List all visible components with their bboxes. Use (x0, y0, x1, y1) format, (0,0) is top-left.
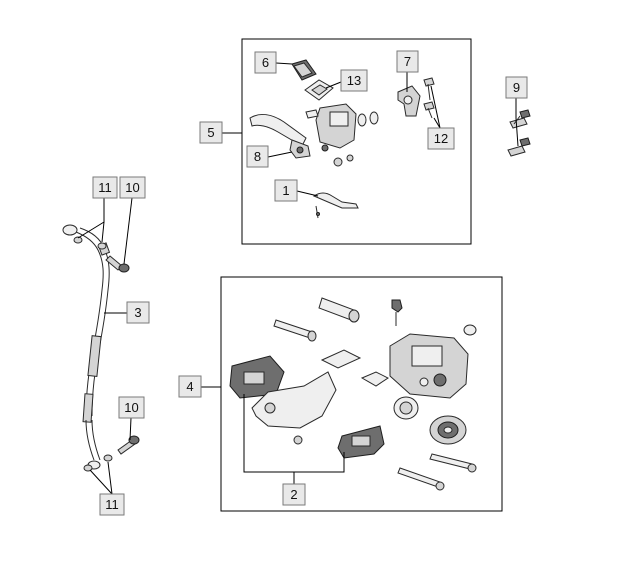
callout-11-top: 11 (92, 176, 118, 199)
caliper-bleed-screw (391, 299, 403, 326)
brake-pad-left (229, 355, 285, 399)
svg-text:1: 1 (282, 183, 289, 198)
caliper-pistons (429, 415, 467, 445)
callout-5: 5 (199, 121, 223, 144)
pad-retaining-clips (320, 349, 389, 387)
part-8-brake-lever (249, 114, 311, 159)
part-o-rings (357, 111, 379, 127)
callout-4: 4 (178, 375, 202, 398)
svg-text:11: 11 (105, 497, 119, 512)
caliper-body (389, 333, 469, 399)
part-13-diaphragm (304, 79, 334, 101)
svg-text:8: 8 (254, 149, 261, 164)
callout-11-bottom: 11 (99, 493, 125, 516)
callout-7: 7 (396, 50, 419, 73)
part-7-clamp (397, 85, 421, 117)
part-10-banjo-bolt-bottom (117, 435, 140, 455)
callout-9: 9 (505, 76, 528, 99)
callout-6: 6 (254, 51, 277, 74)
svg-text:4: 4 (186, 379, 193, 394)
part-5-master-cylinder-body (305, 103, 357, 167)
part-6-reservoir-cap (291, 59, 317, 81)
svg-text:2: 2 (290, 487, 297, 502)
callout-3: 3 (126, 301, 150, 324)
caliper-bracket (251, 371, 337, 445)
callout-12: 12 (427, 127, 455, 150)
brake-pad-right (337, 425, 385, 459)
svg-text:13: 13 (347, 73, 361, 88)
caliper-dust-cap (463, 324, 477, 336)
callout-1: 1 (274, 179, 298, 202)
svg-text:10: 10 (124, 400, 138, 415)
master-cylinder-group-frame (241, 38, 472, 245)
caliper-group-frame (220, 276, 503, 512)
callout-2: 2 (282, 483, 306, 506)
part-3-brake-hose (62, 224, 111, 470)
svg-text:9: 9 (513, 80, 520, 95)
caliper-pins (273, 297, 360, 342)
guide-pins (397, 453, 477, 491)
part-1-brake-switch (312, 192, 359, 219)
svg-text:10: 10 (125, 180, 139, 195)
svg-text:3: 3 (134, 305, 141, 320)
callout-10-top: 10 (119, 176, 146, 199)
leader-lines (77, 62, 519, 495)
part-10-banjo-bolt-top (105, 255, 130, 273)
part-9-bolts (507, 109, 531, 157)
part-11-washers-top (73, 236, 107, 250)
piston-seal (393, 396, 419, 420)
part-12-clamp-bolts (423, 77, 435, 119)
callout-13: 13 (340, 69, 368, 92)
svg-text:5: 5 (207, 125, 214, 140)
part-11-washers-bottom (83, 454, 113, 472)
svg-text:12: 12 (434, 131, 448, 146)
svg-text:7: 7 (404, 54, 411, 69)
callout-10-bottom: 10 (118, 396, 145, 419)
callout-8: 8 (246, 145, 269, 168)
svg-text:6: 6 (262, 55, 269, 70)
svg-text:11: 11 (98, 180, 112, 195)
